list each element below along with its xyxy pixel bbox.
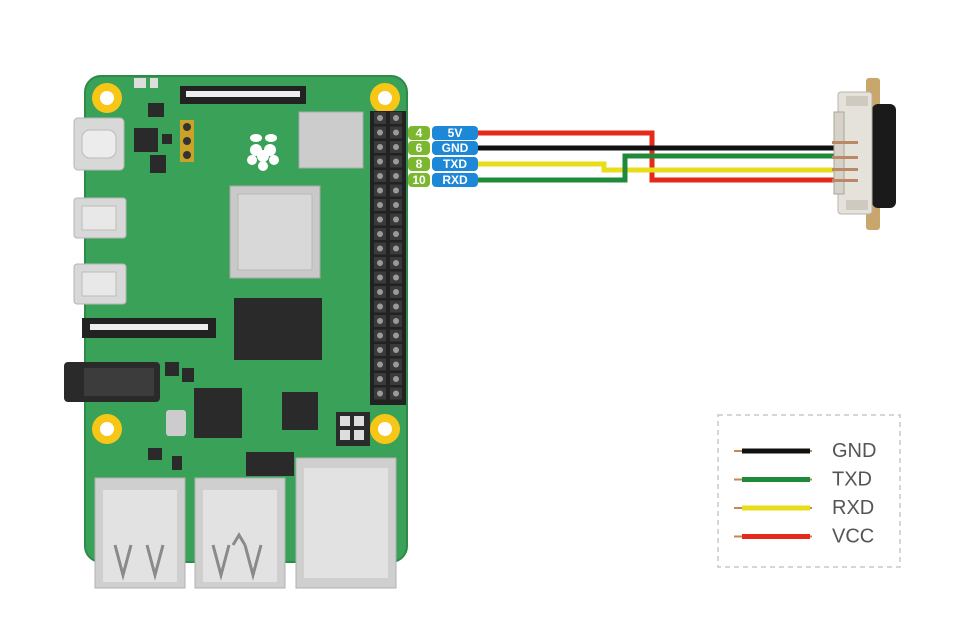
gpio-pin-contact — [393, 173, 399, 179]
gpio-pin-contact — [377, 202, 383, 208]
audio-jack — [64, 362, 160, 402]
gpio-pin-contact — [377, 129, 383, 136]
gpio-pin-contact — [377, 173, 383, 179]
pin-name: 5V — [448, 126, 463, 140]
pin-number: 8 — [416, 157, 423, 171]
mounting-hole — [92, 414, 122, 444]
gpio-pin-contact — [377, 216, 383, 223]
mounting-hole — [92, 83, 122, 113]
gpio-pin-contact — [377, 390, 383, 397]
gpio-pin-contact — [377, 303, 383, 310]
gpio-pin-contact — [393, 376, 399, 382]
gpio-pin-contact — [393, 361, 399, 368]
gpio-pin-contact — [377, 274, 383, 281]
gpio-pin-contact — [393, 289, 399, 295]
mounting-hole — [370, 414, 400, 444]
gpio-pin-contact — [393, 303, 399, 310]
gpio-pin-contact — [377, 158, 383, 165]
gpio-pin-contact — [377, 289, 383, 295]
usb-port — [94, 477, 186, 589]
wireless-module — [298, 111, 364, 169]
uart-connector-module — [832, 78, 896, 230]
pin-name: GND — [442, 141, 469, 155]
gpio-pin-contact — [393, 318, 399, 324]
gpio-pin-contact — [393, 202, 399, 208]
gpio-pin-contact — [393, 260, 399, 266]
legend-label: RXD — [832, 497, 874, 519]
pin-number: 6 — [416, 141, 423, 155]
gpio-pin-contact — [393, 216, 399, 223]
pin-number: 4 — [416, 126, 423, 140]
gpio-pin-contact — [393, 245, 399, 252]
pin-label: 6 GND — [408, 141, 478, 155]
pin-name: TXD — [443, 157, 467, 171]
micro-hdmi-port — [73, 197, 127, 239]
raspberry-pi-board — [64, 75, 408, 589]
pin-label: 8 TXD — [408, 157, 478, 171]
gpio-pin-contact — [377, 376, 383, 382]
pin-number: 10 — [412, 173, 426, 187]
gpio-pin-contact — [377, 332, 383, 339]
wire-rxd-green — [470, 153, 836, 183]
legend-label: GND — [832, 440, 876, 462]
gpio-pin-contact — [377, 231, 383, 237]
micro-hdmi-port — [73, 263, 127, 305]
gpio-pin-contact — [377, 115, 383, 121]
gpio-pin-contact — [377, 260, 383, 266]
raspberry-logo-icon — [247, 134, 279, 171]
pin-labels: 4 5V 6 GND 8 TXD 10 RXD — [408, 126, 478, 187]
ethernet-port — [295, 457, 397, 589]
gpio-pin-contact — [377, 361, 383, 368]
gpio-pin-contact — [377, 187, 383, 194]
usb-port — [194, 477, 286, 589]
ram-chip — [234, 298, 322, 360]
wires — [470, 130, 836, 183]
gpio-pin-contact — [393, 274, 399, 281]
processor-chip — [229, 185, 321, 279]
gpio-pin-contact — [377, 318, 383, 324]
gpio-pin-contact — [393, 158, 399, 165]
gpio-pin-contact — [393, 332, 399, 339]
gpio-pin-contact — [393, 187, 399, 194]
gpio-header — [370, 111, 406, 405]
gpio-pin-contact — [393, 144, 399, 150]
gpio-pin-contact — [377, 347, 383, 353]
pin-label: 4 5V — [408, 126, 478, 140]
gpio-pin-contact — [377, 144, 383, 150]
gpio-pin-contact — [393, 347, 399, 353]
gpio-pin-contact — [377, 245, 383, 252]
gpio-pin-contact — [393, 390, 399, 397]
gpio-pin-contact — [393, 115, 399, 121]
pin-label: 10 RXD — [408, 173, 478, 187]
legend-label: VCC — [832, 526, 874, 548]
gpio-pin-contact — [393, 129, 399, 136]
pin-name: RXD — [442, 173, 468, 187]
wire-txd-yellow — [470, 161, 836, 173]
gpio-pin-contact — [393, 231, 399, 237]
legend-label: TXD — [832, 469, 872, 491]
mounting-hole — [370, 83, 400, 113]
legend: GND TXD RXD VCC — [717, 414, 901, 568]
usb-c-port — [73, 117, 125, 171]
